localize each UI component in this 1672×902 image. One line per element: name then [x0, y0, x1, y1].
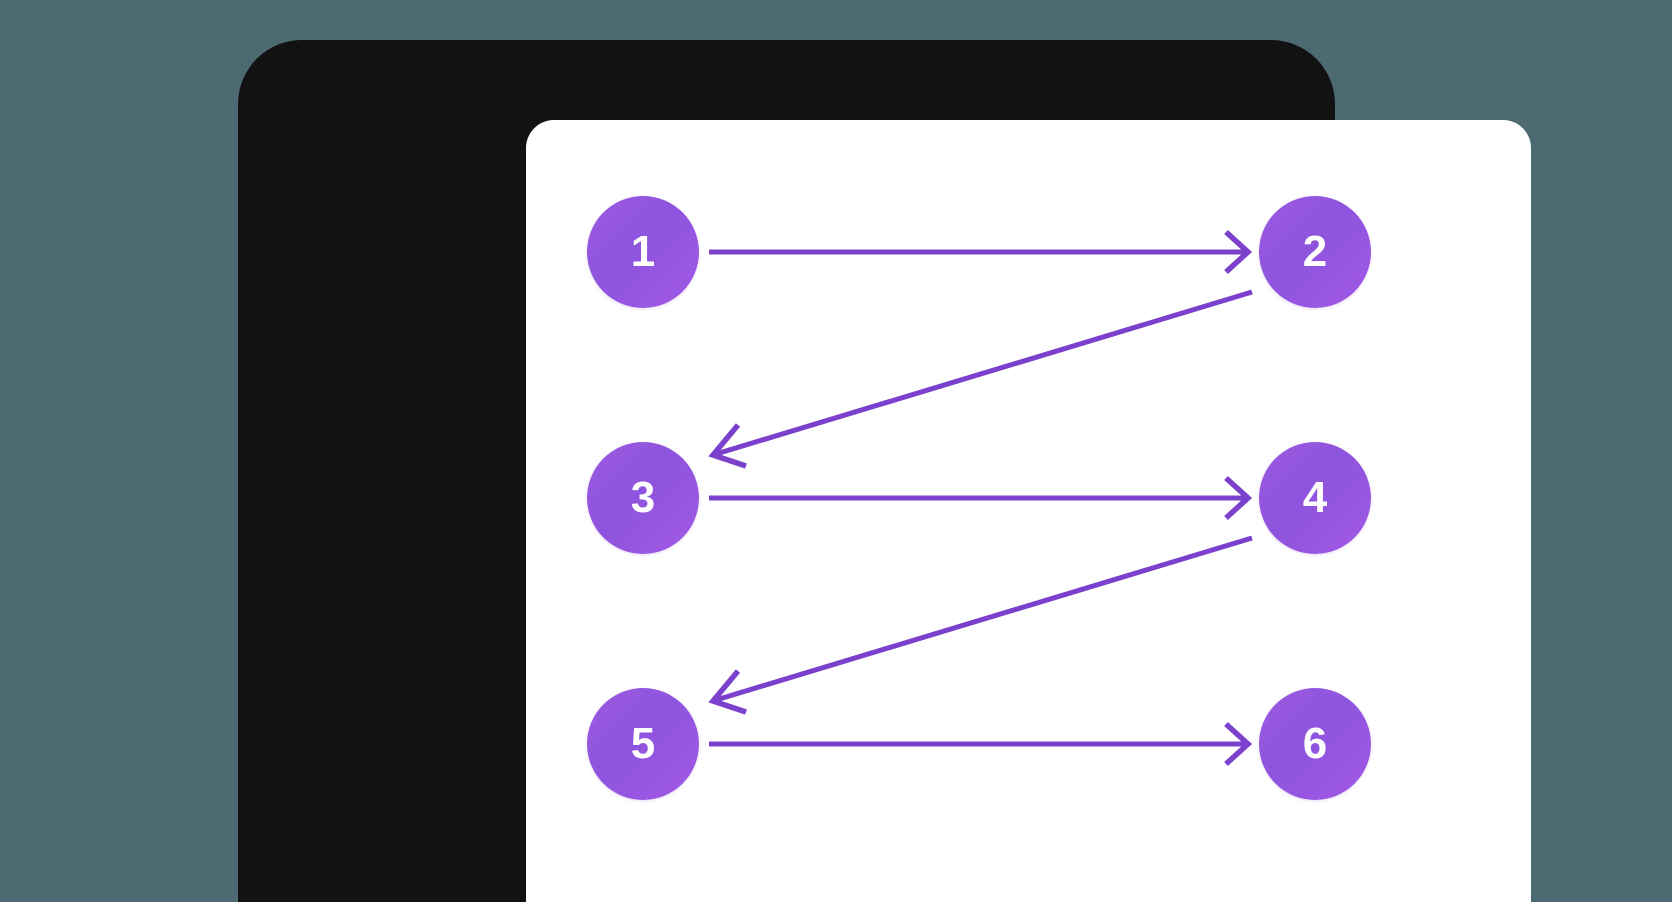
- node-label: 4: [1302, 473, 1328, 522]
- diagram-node-1[interactable]: 1: [587, 196, 699, 308]
- device-bezel: 1 2 3 4 5 6: [238, 40, 1531, 902]
- device-screen: 1 2 3 4 5 6: [526, 120, 1531, 902]
- edge-4-to-5: [708, 535, 1253, 715]
- node-label: 3: [630, 473, 656, 522]
- diagram-canvas: 1 2 3 4 5 6: [526, 120, 1531, 902]
- node-label: 2: [1302, 227, 1328, 276]
- diagram-node-4[interactable]: 4: [1259, 442, 1371, 554]
- node-label: 5: [630, 719, 656, 768]
- edge-1-to-2: [709, 229, 1253, 275]
- diagram-node-5[interactable]: 5: [587, 688, 699, 800]
- edge-2-to-3: [708, 289, 1253, 469]
- diagram-node-3[interactable]: 3: [587, 442, 699, 554]
- node-label: 1: [630, 227, 656, 276]
- node-label: 6: [1302, 719, 1328, 768]
- diagram-node-6[interactable]: 6: [1259, 688, 1371, 800]
- edge-5-to-6: [709, 721, 1253, 767]
- edge-3-to-4: [709, 475, 1253, 521]
- diagram-node-2[interactable]: 2: [1259, 196, 1371, 308]
